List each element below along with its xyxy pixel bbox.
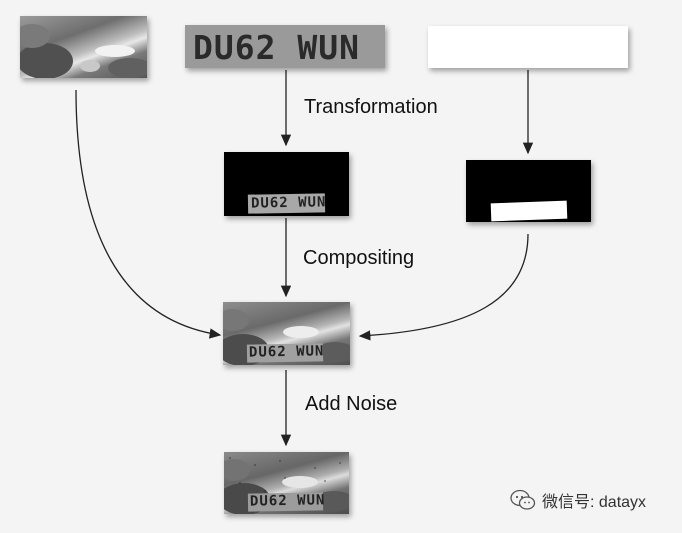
white-mask <box>428 26 628 68</box>
watermark-text: 微信号: datayx <box>542 494 647 511</box>
transformed-plate: DU62 WUN <box>224 152 349 216</box>
transformed-mask-rect <box>490 200 568 222</box>
noisy-texture <box>224 457 349 514</box>
plate-image: DU62 WUN <box>185 25 385 68</box>
noisy-plate-text: DU62 WUN <box>249 492 326 510</box>
composited-image: DU62 WUN <box>223 302 350 365</box>
composited-plate-strip: DU62 WUN <box>246 343 325 363</box>
rock-texture <box>20 24 147 78</box>
noisy-output-image: DU62 WUN <box>224 452 349 514</box>
arrow-background-to-composite <box>75 89 222 339</box>
wechat-icon <box>510 489 536 510</box>
noisy-plate-strip: DU62 WUN <box>247 492 326 512</box>
transformed-mask <box>466 160 591 222</box>
step-add-noise: Add Noise <box>305 393 398 415</box>
transformed-plate-text: DU62 WUN <box>250 194 327 212</box>
composited-texture <box>223 309 350 365</box>
background-photo <box>20 16 147 78</box>
composited-plate-text: DU62 WUN <box>248 343 325 361</box>
transformed-plate-strip: DU62 WUN <box>247 193 327 214</box>
step-transformation: Transformation <box>304 96 438 118</box>
step-compositing: Compositing <box>303 247 415 269</box>
arrow-mask-to-composite <box>358 233 529 341</box>
watermark: 微信号: datayx <box>510 488 646 512</box>
plate-text: DU62 WUN <box>193 28 360 67</box>
